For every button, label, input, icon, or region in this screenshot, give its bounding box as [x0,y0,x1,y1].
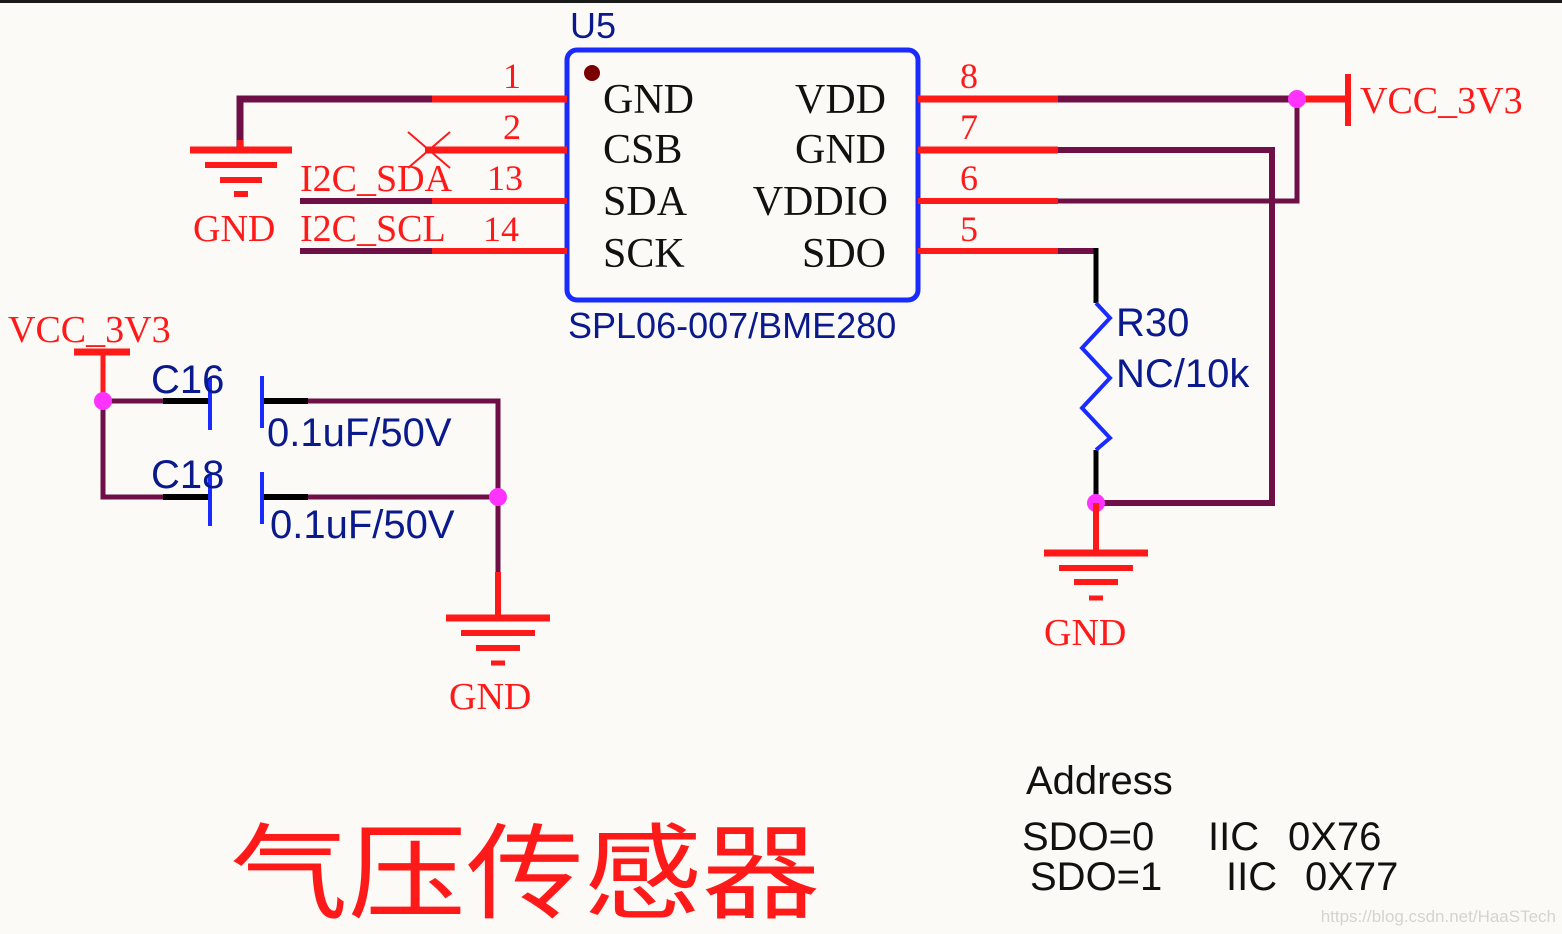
resistor-designator: R30 [1116,301,1189,345]
vcc-port-right: VCC_3V3 [1345,74,1523,126]
watermark: https://blog.csdn.net/HaaSTech [1321,907,1556,926]
pin-num-14: 14 [483,209,519,249]
pin-name-gnd-2: GND [795,127,886,173]
pin1-marker [584,65,600,81]
address-line-0-bus: IIC [1208,815,1259,859]
right-wires[interactable] [1058,95,1348,506]
cap-wires[interactable] [100,398,501,575]
pin-name-sdo: SDO [802,231,886,277]
resistor-value: NC/10k [1116,352,1250,396]
pin-name-sda: SDA [603,179,688,225]
left-wires[interactable] [236,95,432,254]
capacitor-c16[interactable]: C16 0.1uF/50V [151,358,452,455]
address-line-0-condition: SDO=0 [1022,815,1154,859]
pin-num-8: 8 [960,56,978,96]
junction-dot [94,392,112,410]
wire-c16-right [308,398,501,575]
address-line-1-address: 0X77 [1305,855,1398,899]
pin-num-1: 1 [503,56,521,96]
pin-num-13: 13 [487,158,523,198]
c18-value: 0.1uF/50V [270,503,455,547]
vcc-label-right: VCC_3V3 [1360,80,1523,122]
pin-num-6: 6 [960,158,978,198]
vcc-label-left: VCC_3V3 [8,309,171,351]
gnd-symbol-caps: GND [446,572,550,718]
junction-dot [1288,90,1306,108]
window-top-border [0,0,1562,3]
ic-part-number: SPL06-007/BME280 [568,305,896,346]
vcc-port-left: VCC_3V3 [8,309,171,401]
junction-dot [489,488,507,506]
pin-name-vddio: VDDIO [753,179,888,225]
pin-name-sck: SCK [603,231,685,277]
ic-u5[interactable]: U5 SPL06-007/BME280 GND CSB SDA SCK VDD … [564,5,921,346]
pin-num-2: 2 [503,107,521,147]
gnd-symbol-left: GND [190,140,292,250]
sheet-title: 气压传感器 [230,818,820,933]
c16-value: 0.1uF/50V [267,411,452,455]
capacitor-c18[interactable]: C18 0.1uF/50V [151,453,455,547]
net-label-i2c-sda: I2C_SDA [300,158,453,200]
wire-cap-vcc [100,401,163,500]
pin-name-csb: CSB [603,127,682,173]
gnd-label-caps: GND [449,676,531,718]
left-pins: 1 2 13 14 [407,56,567,254]
c16-designator: C16 [151,358,224,402]
c18-designator: C18 [151,453,224,497]
pin-num-5: 5 [960,209,978,249]
pin-name-vdd: VDD [795,77,886,123]
gnd-label-right: GND [1044,612,1126,654]
wire-gnd-pin1 [236,95,432,148]
address-line-0-address: 0X76 [1288,815,1381,859]
address-note: Address SDO=0 IIC 0X76 SDO=1 IIC 0X77 [1022,759,1398,899]
gnd-label-left: GND [193,208,275,250]
right-pins: 8 7 6 5 [918,56,1058,254]
address-line-1-bus: IIC [1226,855,1277,899]
gnd-symbol-right: GND [1044,503,1148,654]
pin-num-7: 7 [960,107,978,147]
wire-gnd-pin7 [1058,147,1275,506]
net-label-i2c-scl: I2C_SCL [300,208,446,250]
pin-name-gnd: GND [603,77,694,123]
address-line-1-condition: SDO=1 [1030,855,1162,899]
wire-vddio [1058,99,1300,204]
address-title: Address [1026,759,1173,803]
ic-body [564,47,921,303]
no-connect-icon [407,131,451,169]
ic-designator: U5 [570,5,616,46]
resistor-r30[interactable]: R30 NC/10k [1079,301,1250,452]
resistor-icon [1079,301,1113,452]
